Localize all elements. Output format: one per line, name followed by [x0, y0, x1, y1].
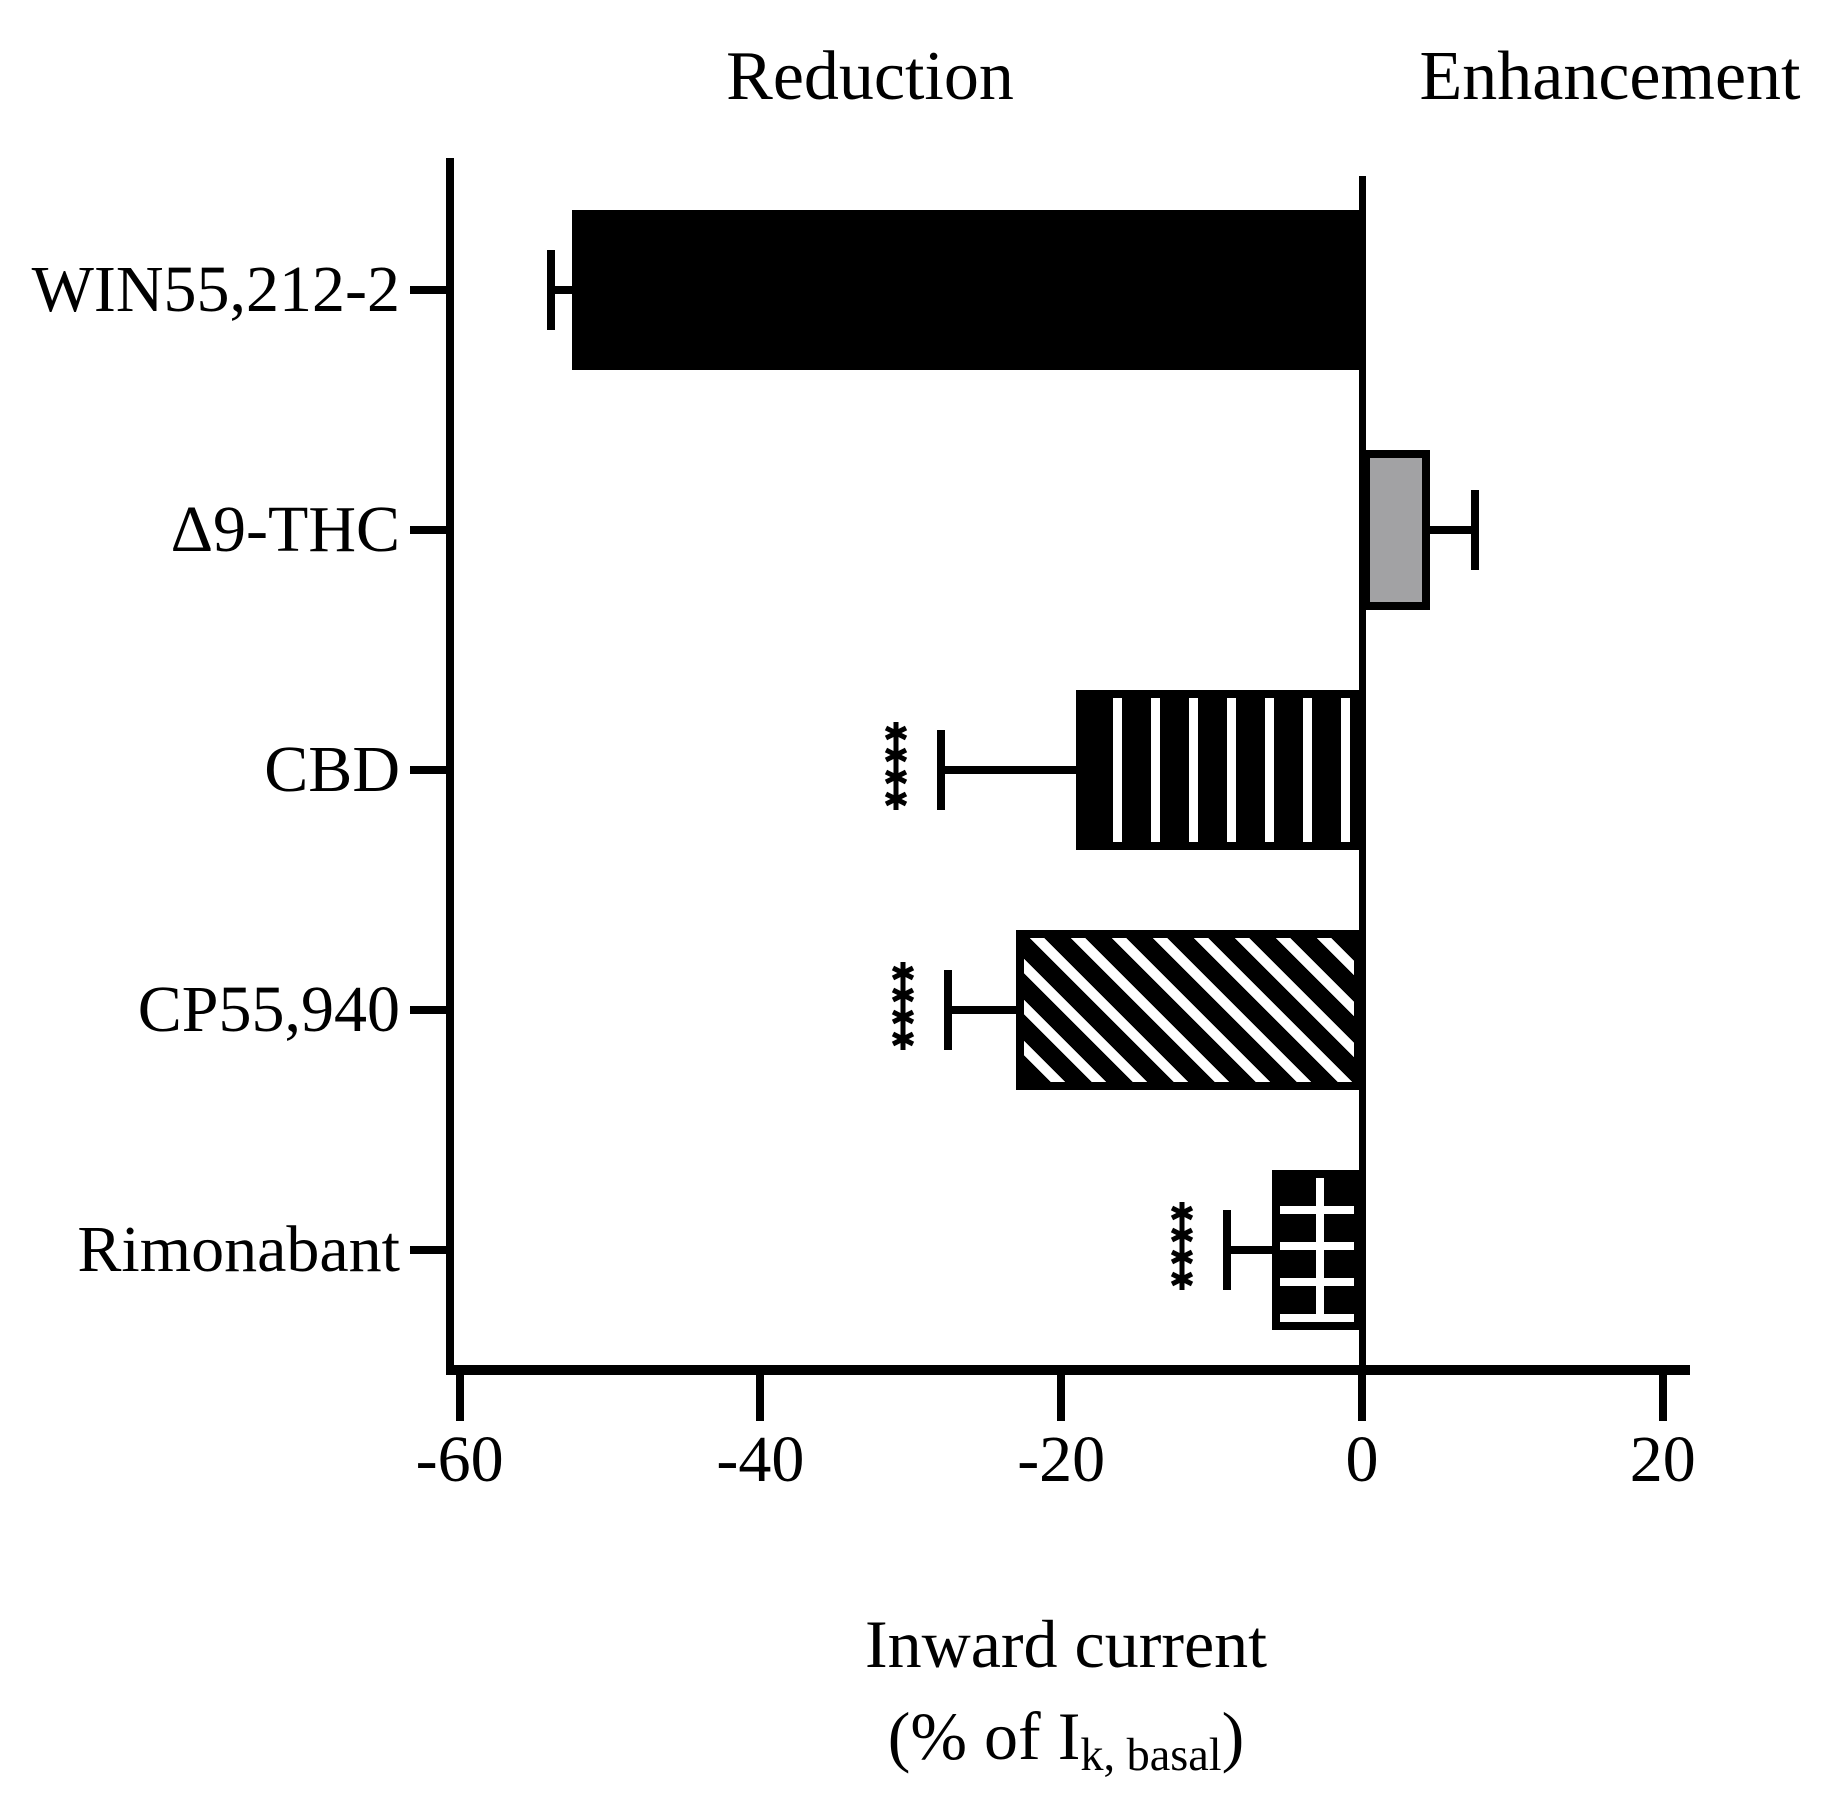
x-tick-label--60: -60	[415, 1423, 504, 1496]
reduction-region-label: Reduction	[726, 38, 1014, 115]
x-tick-label--20: -20	[1017, 1423, 1106, 1496]
x-tick-label--40: -40	[716, 1423, 805, 1496]
x-tick--20	[1057, 1365, 1066, 1421]
significance-star-icon	[892, 984, 915, 1006]
significance-star-icon	[884, 766, 907, 788]
significance-star-icon	[884, 788, 907, 810]
error-bar-cap-5	[1222, 1210, 1231, 1290]
significance-star-icon	[884, 722, 907, 744]
x-tick-label-0: 0	[1345, 1423, 1379, 1496]
enhancement-region-label: Enhancement	[1419, 38, 1801, 115]
significance-star-icon	[1170, 1268, 1193, 1290]
y-tick-5	[410, 1246, 454, 1254]
error-bar-line-1	[551, 286, 573, 294]
y-tick-2	[410, 526, 454, 534]
bar-2	[1362, 450, 1430, 610]
category-label-4: CP55,940	[137, 973, 400, 1046]
x-tick--40	[756, 1365, 765, 1421]
ik-basal-subscript: k, basal	[1080, 1730, 1222, 1782]
significance-star-icon	[884, 744, 907, 766]
error-bar-cap-2	[1470, 490, 1479, 570]
significance-star-icon	[1170, 1246, 1193, 1268]
error-bar-cap-1	[547, 250, 556, 330]
significance-star-icon	[1170, 1202, 1193, 1224]
significance-stars-4	[888, 962, 918, 1050]
x-tick-label-20: 20	[1629, 1423, 1696, 1496]
significance-stars-3	[881, 722, 911, 810]
y-tick-4	[410, 1006, 454, 1014]
x-axis-title-line1: Inward current	[864, 1606, 1268, 1682]
significance-star-icon	[892, 1006, 915, 1028]
category-label-5: Rimonabant	[77, 1213, 400, 1286]
error-bar-line-2	[1429, 526, 1475, 534]
significance-star-icon	[892, 1028, 915, 1050]
significance-stars-5	[1167, 1202, 1197, 1290]
y-tick-1	[410, 286, 454, 294]
bar-4	[1016, 930, 1362, 1090]
error-bar-line-5	[1226, 1246, 1272, 1254]
category-label-1: WIN55,212-2	[31, 253, 400, 326]
x-axis-line	[446, 1365, 1690, 1375]
error-bar-cap-4	[944, 970, 953, 1050]
significance-star-icon	[1170, 1224, 1193, 1246]
bar-3	[1076, 690, 1362, 850]
error-bar-cap-3	[936, 730, 945, 810]
bar-5	[1271, 1170, 1362, 1330]
x-tick--60	[455, 1365, 464, 1421]
x-axis-title-line2: (% of Ik, basal)	[887, 1698, 1245, 1782]
category-label-2: Δ9-THC	[170, 493, 400, 566]
error-bar-line-4	[948, 1006, 1017, 1014]
x-tick-20	[1658, 1365, 1667, 1421]
significance-star-icon	[892, 962, 915, 984]
zero-baseline	[1359, 176, 1366, 1375]
y-tick-3	[410, 766, 454, 774]
x-axis-title: Inward current (% of Ik, basal)	[566, 1598, 1566, 1798]
bar-1	[572, 210, 1362, 370]
error-bar-line-3	[940, 766, 1077, 774]
category-label-3: CBD	[264, 733, 400, 806]
x-tick-0	[1358, 1365, 1366, 1421]
